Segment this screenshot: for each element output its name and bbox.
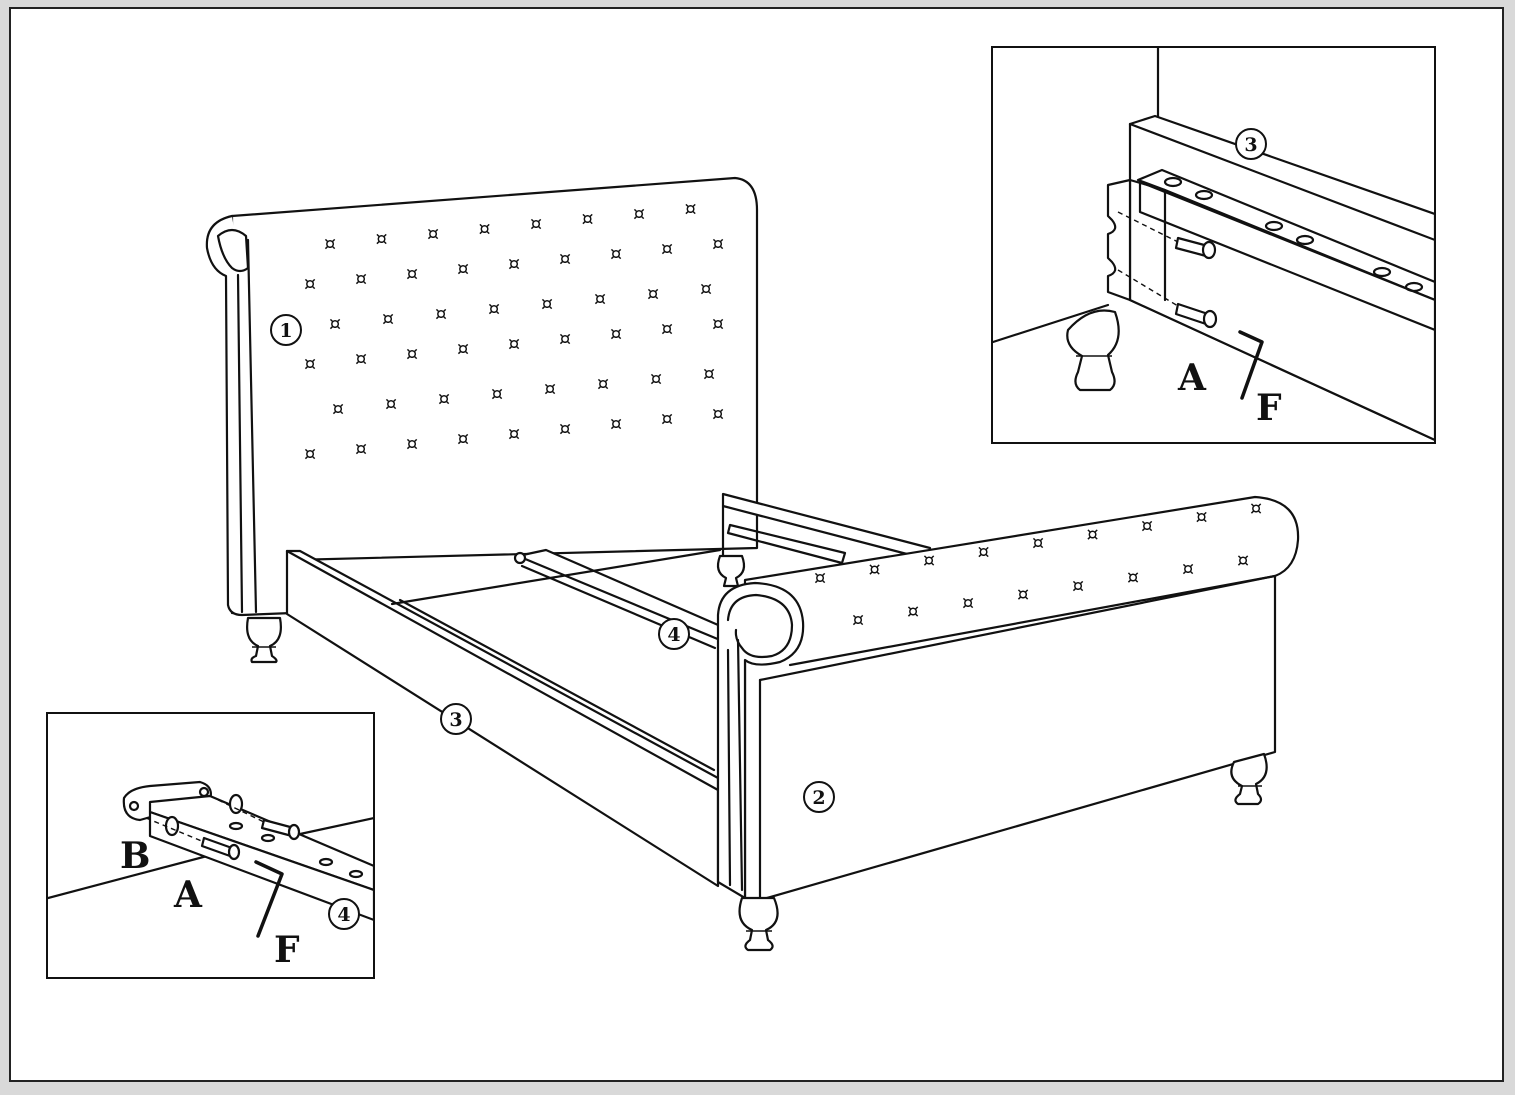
tuft-mark: ¤ xyxy=(650,368,662,390)
svg-text:3: 3 xyxy=(449,709,462,731)
svg-text:4: 4 xyxy=(667,624,680,646)
tuft-mark: ¤ xyxy=(633,203,645,225)
far-leg xyxy=(716,554,746,588)
tuft-mark: ¤ xyxy=(962,592,974,614)
svg-text:2: 2 xyxy=(812,787,825,809)
tuft-mark: ¤ xyxy=(712,313,724,335)
callout-side-rail: 3 xyxy=(440,703,472,735)
tuft-mark: ¤ xyxy=(852,609,864,631)
tuft-mark: ¤ xyxy=(385,393,397,415)
tuft-mark: ¤ xyxy=(661,318,673,340)
tuft-mark: ¤ xyxy=(1250,497,1262,519)
svg-text:1: 1 xyxy=(279,320,292,342)
inset-top-label-f: F xyxy=(1256,387,1282,429)
tuft-mark: ¤ xyxy=(581,208,593,230)
callout-center-rail: 4 xyxy=(658,618,690,650)
inset-bottom-label-f: F xyxy=(274,929,300,971)
tuft-mark: ¤ xyxy=(541,293,553,315)
tuft-mark: ¤ xyxy=(488,298,500,320)
tuft-mark: ¤ xyxy=(1127,567,1139,589)
tuft-mark: ¤ xyxy=(382,308,394,330)
tuft-mark: ¤ xyxy=(712,403,724,425)
tuft-mark: ¤ xyxy=(438,388,450,410)
tuft-mark: ¤ xyxy=(304,273,316,295)
headboard xyxy=(205,176,759,617)
headboard-tufts: ¤ ¤ ¤ ¤ ¤ ¤ ¤ ¤ ¤ ¤ ¤ ¤ ¤ ¤ ¤ ¤ ¤ ¤ ¤ ¤ ¤ ¤ ¤ ¤ ¤ ¤ ¤ ¤ ¤ ¤ ¤ ¤ ¤ ¤ ¤ ¤ ¤ ¤ ¤ ¤… xyxy=(304,198,724,465)
svg-text:4: 4 xyxy=(337,904,350,926)
tuft-mark: ¤ xyxy=(324,233,336,255)
footboard-leg-front xyxy=(738,896,779,952)
tuft-mark: ¤ xyxy=(491,383,503,405)
tuft-mark: ¤ xyxy=(868,558,880,580)
tuft-mark: ¤ xyxy=(597,373,609,395)
tuft-mark: ¤ xyxy=(355,348,367,370)
tuft-mark: ¤ xyxy=(712,233,724,255)
tuft-mark: ¤ xyxy=(435,303,447,325)
tuft-mark: ¤ xyxy=(814,567,826,589)
tuft-mark: ¤ xyxy=(406,433,418,455)
callout-footboard: 2 xyxy=(803,781,835,813)
inset-bottom-label-b: B xyxy=(120,835,150,877)
tuft-mark: ¤ xyxy=(304,353,316,375)
tuft-mark: ¤ xyxy=(332,398,344,420)
headboard-leg xyxy=(246,616,282,664)
tuft-mark: ¤ xyxy=(700,278,712,300)
tuft-mark: ¤ xyxy=(478,218,490,240)
inset-bottom-left: 4 B A F xyxy=(46,712,375,979)
callout-headboard: 1 xyxy=(270,314,302,346)
svg-text:3: 3 xyxy=(1244,134,1257,156)
center-rail xyxy=(513,548,727,650)
tuft-mark: ¤ xyxy=(508,253,520,275)
tuft-mark: ¤ xyxy=(1237,550,1249,572)
tuft-mark: ¤ xyxy=(329,313,341,335)
tuft-mark: ¤ xyxy=(684,198,696,220)
inset-top-label-a: A xyxy=(1177,357,1207,399)
tuft-mark: ¤ xyxy=(406,263,418,285)
tuft-mark: ¤ xyxy=(1032,532,1044,554)
tuft-mark: ¤ xyxy=(1195,506,1207,528)
tuft-mark: ¤ xyxy=(610,323,622,345)
tuft-mark: ¤ xyxy=(977,541,989,563)
tuft-mark: ¤ xyxy=(457,428,469,450)
tuft-mark: ¤ xyxy=(647,283,659,305)
tuft-mark: ¤ xyxy=(610,413,622,435)
tuft-mark: ¤ xyxy=(559,248,571,270)
footboard-leg-back xyxy=(1230,752,1268,806)
tuft-mark: ¤ xyxy=(661,408,673,430)
inset-bottom-label-a: A xyxy=(173,874,203,916)
tuft-mark: ¤ xyxy=(559,418,571,440)
tuft-mark: ¤ xyxy=(1086,524,1098,546)
tuft-mark: ¤ xyxy=(304,443,316,465)
tuft-mark: ¤ xyxy=(530,213,542,235)
tuft-mark: ¤ xyxy=(375,228,387,250)
tuft-mark: ¤ xyxy=(1072,575,1084,597)
tuft-mark: ¤ xyxy=(457,258,469,280)
inset-top-right: 3 A F xyxy=(991,46,1436,444)
tuft-mark: ¤ xyxy=(594,288,606,310)
tuft-mark: ¤ xyxy=(559,328,571,350)
tuft-mark: ¤ xyxy=(1141,515,1153,537)
tuft-mark: ¤ xyxy=(355,268,367,290)
footboard-tufts: ¤ ¤ ¤ ¤ ¤ ¤ ¤ ¤ ¤ ¤ ¤ ¤ ¤ ¤ ¤ ¤ ¤ xyxy=(814,497,1262,631)
tuft-mark: ¤ xyxy=(907,601,919,623)
tuft-mark: ¤ xyxy=(406,343,418,365)
footboard xyxy=(716,495,1300,902)
tuft-mark: ¤ xyxy=(1182,558,1194,580)
tuft-mark: ¤ xyxy=(508,423,520,445)
tuft-mark: ¤ xyxy=(703,363,715,385)
tuft-mark: ¤ xyxy=(508,333,520,355)
tuft-mark: ¤ xyxy=(923,550,935,572)
tuft-mark: ¤ xyxy=(610,243,622,265)
tuft-mark: ¤ xyxy=(661,238,673,260)
tuft-mark: ¤ xyxy=(1017,584,1029,606)
tuft-mark: ¤ xyxy=(457,338,469,360)
tuft-mark: ¤ xyxy=(544,378,556,400)
tuft-mark: ¤ xyxy=(355,438,367,460)
tuft-mark: ¤ xyxy=(427,223,439,245)
